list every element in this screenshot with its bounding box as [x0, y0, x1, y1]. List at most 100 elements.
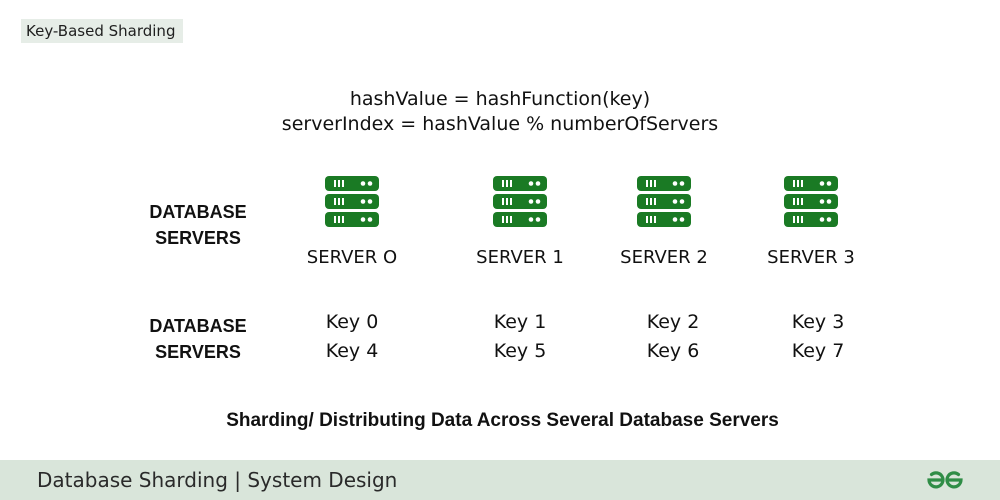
server-vent	[342, 198, 344, 205]
server-vent	[654, 198, 656, 205]
server-light	[360, 181, 366, 186]
key-item: Key 7	[791, 340, 845, 362]
server-vent	[502, 198, 504, 205]
server-unit	[325, 212, 379, 227]
server-vent	[510, 198, 512, 205]
server-vent	[506, 216, 508, 223]
server-light	[679, 217, 685, 222]
server-light	[367, 181, 373, 186]
server-unit	[784, 212, 838, 227]
hash-formula: hashValue = hashFunction(key)	[349, 88, 651, 110]
server-light	[679, 199, 685, 204]
row-label-line: SERVERS	[155, 228, 241, 248]
key-item: Key 2	[646, 311, 700, 333]
database-servers-row-label: DATABASE SERVERS	[128, 199, 268, 251]
server-unit	[493, 212, 547, 227]
key-item: Key 6	[646, 340, 700, 362]
server-unit	[637, 176, 691, 191]
server-vent	[506, 180, 508, 187]
server-unit	[637, 194, 691, 209]
server-light	[535, 217, 541, 222]
server-light	[528, 217, 534, 222]
server-vent	[646, 198, 648, 205]
server-vent	[650, 198, 652, 205]
server-name: SERVER 1	[476, 247, 564, 268]
key-item: Key 5	[493, 340, 547, 362]
server-vent	[334, 216, 336, 223]
server-vent	[650, 216, 652, 223]
server-light	[826, 181, 832, 186]
server-vent	[793, 216, 795, 223]
server-vent	[797, 180, 799, 187]
server-vent	[654, 216, 656, 223]
row-label-line: DATABASE	[149, 316, 247, 336]
server-vent	[342, 180, 344, 187]
key-item: Key 3	[791, 311, 845, 333]
server-light	[528, 181, 534, 186]
server-vent	[334, 198, 336, 205]
server-unit	[784, 194, 838, 209]
server-light	[528, 199, 534, 204]
server-2: SERVER 2	[589, 176, 739, 268]
server-vent	[797, 216, 799, 223]
server-light	[819, 217, 825, 222]
server-1: SERVER 1	[445, 176, 595, 268]
keys-row-label: DATABASE SERVERS	[128, 313, 268, 365]
server-vent	[650, 180, 652, 187]
server-light	[360, 199, 366, 204]
database-server-icon	[784, 176, 838, 227]
server-light	[367, 217, 373, 222]
database-server-icon	[493, 176, 547, 227]
server-light	[679, 181, 685, 186]
server-index-formula: serverIndex = hashValue % numberOfServer…	[281, 113, 719, 135]
server-light	[535, 181, 541, 186]
server-vent	[334, 180, 336, 187]
server-vent	[654, 180, 656, 187]
database-server-icon	[637, 176, 691, 227]
server-vent	[793, 198, 795, 205]
server-3: SERVER 3	[736, 176, 886, 268]
server-unit	[784, 176, 838, 191]
server-3-keys: Key 3 Key 7	[743, 308, 893, 366]
server-vent	[342, 216, 344, 223]
server-name: SERVER 3	[767, 247, 855, 268]
server-vent	[801, 180, 803, 187]
server-light	[672, 181, 678, 186]
server-vent	[646, 180, 648, 187]
server-vent	[793, 180, 795, 187]
server-2-keys: Key 2 Key 6	[598, 308, 748, 366]
server-vent	[510, 216, 512, 223]
diagram-caption: Sharding/ Distributing Data Across Sever…	[226, 410, 779, 431]
server-unit	[493, 176, 547, 191]
server-unit	[493, 194, 547, 209]
server-0-keys: Key 0 Key 4	[277, 308, 427, 366]
server-vent	[338, 180, 340, 187]
server-light	[360, 217, 366, 222]
server-name: SERVER O	[306, 247, 398, 268]
server-unit	[637, 212, 691, 227]
key-item: Key 0	[325, 311, 379, 333]
server-vent	[506, 198, 508, 205]
server-light	[826, 199, 832, 204]
footer-bar: Database Sharding | System Design	[0, 460, 1000, 500]
row-label-line: DATABASE	[149, 202, 247, 222]
key-item: Key 1	[493, 311, 547, 333]
server-light	[672, 199, 678, 204]
server-light	[672, 217, 678, 222]
server-light	[367, 199, 373, 204]
server-vent	[502, 180, 504, 187]
server-name: SERVER 2	[620, 247, 708, 268]
geeksforgeeks-logo-icon	[927, 471, 963, 489]
row-label-line: SERVERS	[155, 342, 241, 362]
server-vent	[646, 216, 648, 223]
server-light	[819, 199, 825, 204]
server-vent	[801, 198, 803, 205]
database-server-icon	[325, 176, 379, 227]
server-vent	[502, 216, 504, 223]
server-1-keys: Key 1 Key 5	[445, 308, 595, 366]
server-unit	[325, 176, 379, 191]
footer-title: Database Sharding | System Design	[37, 468, 398, 492]
server-vent	[510, 180, 512, 187]
server-vent	[338, 216, 340, 223]
key-item: Key 4	[325, 340, 379, 362]
